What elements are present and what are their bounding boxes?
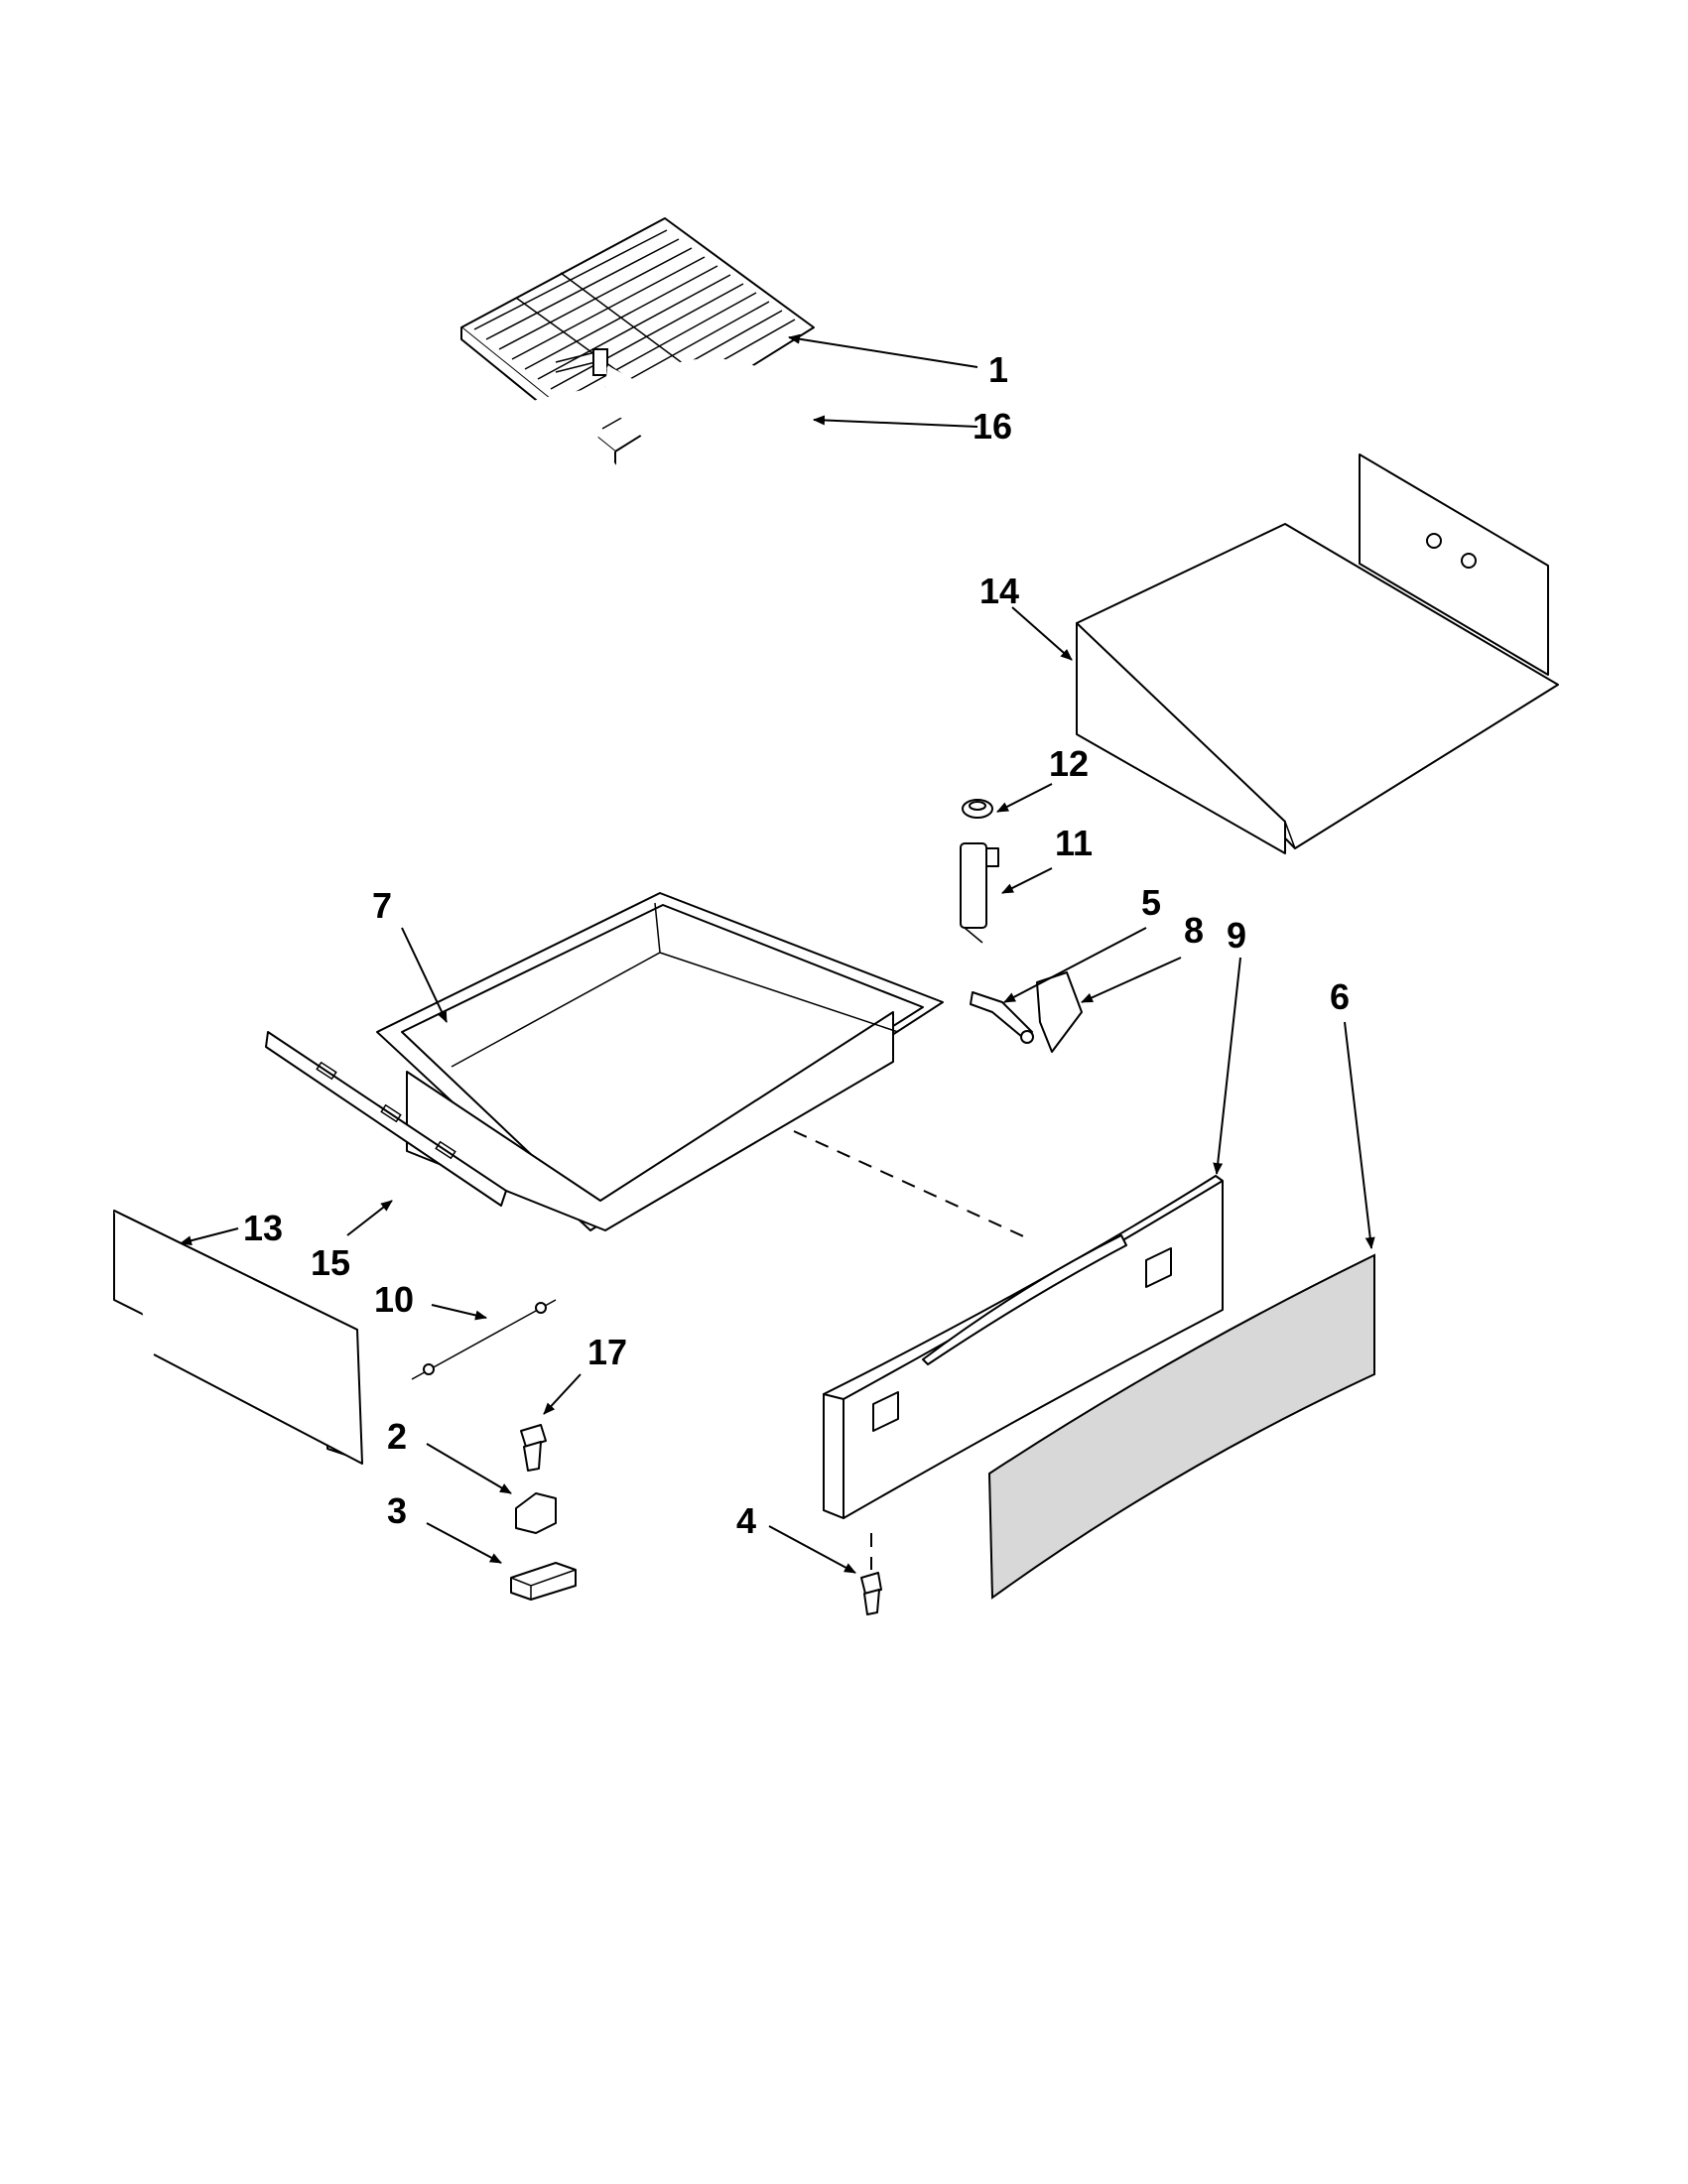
callout-15: 15 [311,1242,350,1283]
bracket-part [1020,971,1083,1053]
drawer-chassis-part [1076,453,1559,854]
callout-8: 8 [1184,910,1204,951]
callout-10: 10 [374,1279,414,1320]
callout-9: 9 [1227,915,1246,956]
callout-14: 14 [979,571,1019,611]
drawer-pan-part [376,892,944,1231]
alignment-line [793,1130,1033,1241]
callout-12: 12 [1049,743,1089,784]
back-panel-part [113,1210,363,1465]
callout-13: 13 [243,1208,283,1248]
callout-11: 11 [1055,823,1093,863]
bake-element-part [477,348,816,548]
slide-rail-part [265,1031,507,1207]
screw-part-5 [970,991,1033,1038]
screw-part-4 [860,1533,882,1615]
callout-16: 16 [973,406,1012,447]
pad-part [510,1562,577,1601]
front-panel-part [987,1253,1375,1600]
cap-nut-part [515,1492,557,1534]
screw-part-17 [520,1424,547,1472]
callout-4: 4 [736,1500,756,1541]
callout-7: 7 [372,885,392,926]
callout-2: 2 [387,1416,407,1457]
callout-3: 3 [387,1490,407,1531]
callout-6: 6 [1330,976,1350,1017]
callout-17: 17 [587,1332,627,1372]
callouts: 1 16 14 12 11 5 8 9 6 7 13 15 10 17 2 3 … [243,349,1350,1541]
leader-lines [180,333,1375,1574]
sensor-switch-part [960,842,999,944]
wire-harness-part [411,1299,557,1380]
callout-5: 5 [1141,882,1161,923]
drawer-front-part [823,1175,1224,1519]
callout-1: 1 [988,349,1008,390]
nut-part [962,799,993,819]
